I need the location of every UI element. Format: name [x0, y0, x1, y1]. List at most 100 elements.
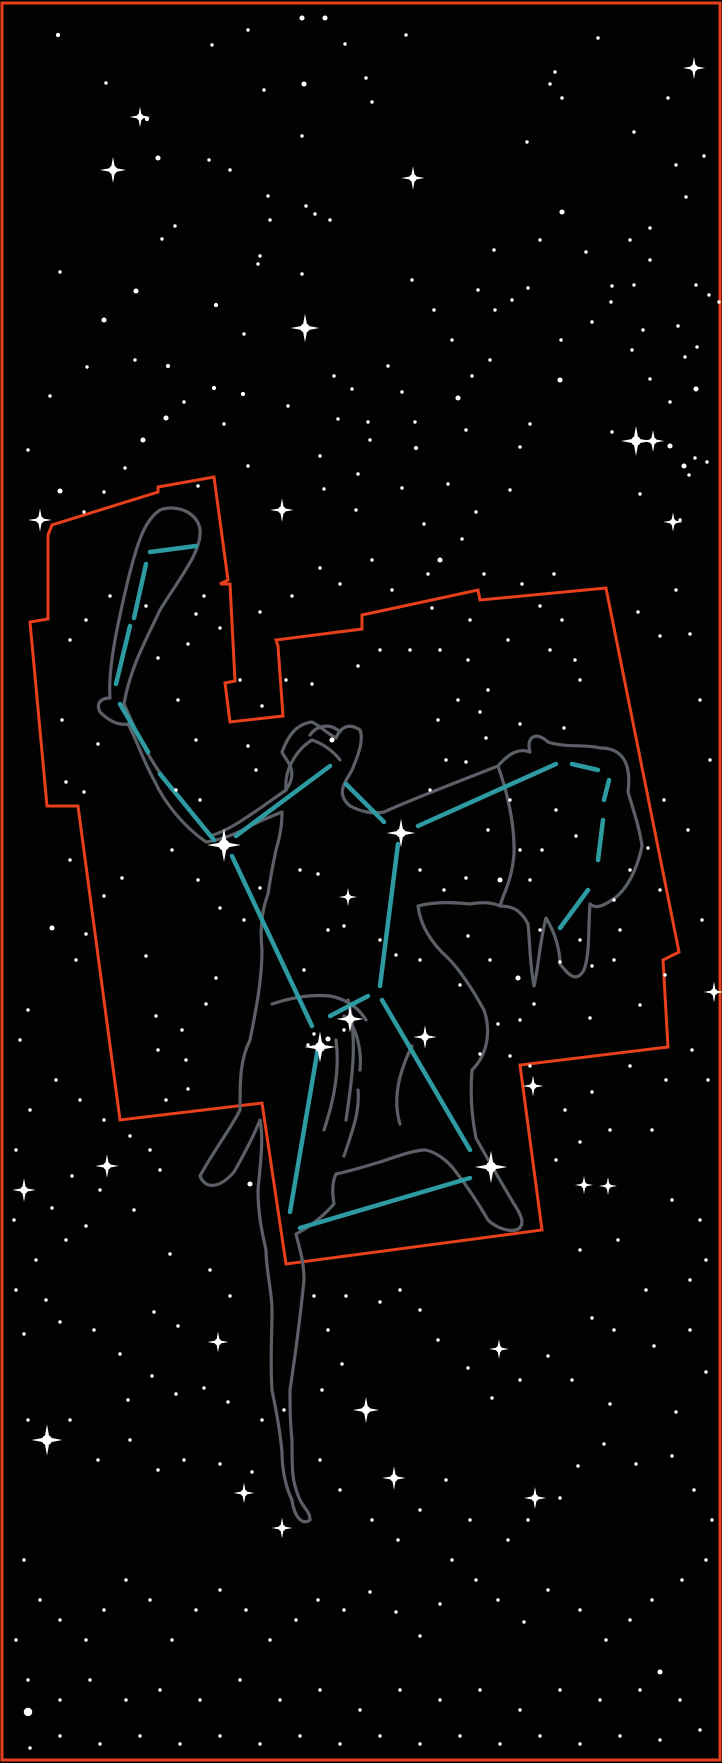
star-dot-icon [490, 1396, 493, 1399]
star-dot-icon [518, 445, 521, 448]
star-dot-icon [670, 1454, 673, 1457]
star-dot-icon [84, 932, 87, 935]
star-dot-icon [144, 954, 147, 957]
star-dot-icon [616, 1238, 619, 1241]
star-dot-icon [578, 1742, 581, 1745]
star-dot-icon [628, 238, 631, 241]
star-dot-icon [298, 1734, 301, 1737]
star-dot-icon [50, 1206, 53, 1209]
star-dot-icon [546, 1588, 549, 1591]
star-dot-icon [704, 1558, 707, 1561]
star-dot-icon [176, 1324, 179, 1327]
star-dot-icon [250, 1470, 253, 1473]
star-dot-icon [306, 1043, 309, 1046]
star-dot-icon [618, 928, 621, 931]
star-dot-icon [450, 1558, 453, 1561]
star-dot-icon [468, 618, 471, 621]
star-dot-icon [242, 918, 245, 921]
star-dot-icon [662, 798, 665, 801]
star-dot-icon [657, 1669, 662, 1674]
star-dot-icon [24, 1708, 33, 1717]
star-dot-icon [548, 648, 551, 651]
star-dot-icon [456, 698, 459, 701]
star-dot-icon [674, 588, 677, 591]
star-dot-icon [694, 283, 697, 286]
star-dot-icon [58, 270, 61, 273]
star-dot-icon [194, 612, 197, 615]
star-dot-icon [704, 1370, 707, 1373]
star-dot-icon [704, 1258, 707, 1261]
star-dot-icon [156, 1048, 159, 1051]
star-dot-icon [526, 1518, 529, 1521]
star-dot-icon [610, 430, 613, 433]
star-dot-icon [432, 308, 435, 311]
star-dot-icon [520, 582, 523, 585]
star-dot-icon [152, 1310, 155, 1313]
star-dot-icon [681, 463, 686, 468]
star-dot-icon [148, 1148, 151, 1151]
star-dot-icon [301, 81, 306, 86]
star-dot-icon [396, 1538, 399, 1541]
star-dot-icon [338, 582, 341, 585]
star-dot-icon [578, 1140, 581, 1143]
star-dot-icon [698, 1728, 701, 1731]
star-dot-icon [390, 588, 393, 591]
star-dot-icon [488, 958, 491, 961]
star-dot-icon [84, 1224, 87, 1227]
star-dot-icon [92, 1328, 95, 1331]
star-dot-icon [540, 848, 543, 851]
star-dot-icon [258, 886, 261, 889]
star-dot-icon [210, 43, 213, 46]
star-dot-icon [312, 1032, 315, 1035]
star-dot-icon [128, 1134, 131, 1137]
star-dot-icon [325, 1036, 330, 1041]
star-dot-icon [198, 1698, 201, 1701]
star-dot-icon [84, 618, 87, 621]
star-dot-icon [717, 300, 720, 303]
star-dot-icon [563, 1108, 566, 1111]
star-dot-icon [68, 858, 71, 861]
star-dot-icon [368, 438, 371, 441]
star-dot-icon [26, 1418, 29, 1421]
star-dot-icon [260, 1418, 263, 1421]
star-dot-icon [578, 1608, 581, 1611]
star-dot-icon [202, 1386, 205, 1389]
star-dot-icon [318, 566, 321, 569]
star-dot-icon [488, 358, 491, 361]
star-dot-icon [174, 788, 177, 791]
star-dot-icon [214, 976, 217, 979]
star-dot-icon [444, 1478, 447, 1481]
star-dot-icon [638, 1688, 641, 1691]
star-dot-icon [247, 1181, 252, 1186]
star-dot-icon [707, 293, 710, 296]
star-dot-icon [573, 658, 576, 661]
star-dot-icon [693, 456, 696, 459]
star-dot-icon [338, 1488, 341, 1491]
star-dot-icon [518, 848, 521, 851]
star-dot-icon [398, 1688, 401, 1691]
star-dot-icon [84, 1638, 87, 1641]
star-dot-icon [268, 1638, 271, 1641]
star-dot-icon [322, 487, 325, 490]
star-dot-icon [124, 1698, 127, 1701]
star-dot-icon [298, 868, 301, 871]
star-dot-icon [356, 664, 359, 667]
star-dot-icon [12, 1218, 15, 1221]
star-dot-icon [174, 1392, 177, 1395]
star-dot-icon [182, 1458, 185, 1461]
star-dot-icon [455, 395, 460, 400]
star-dot-icon [96, 742, 99, 745]
star-dot-icon [244, 1608, 247, 1611]
star-dot-icon [466, 934, 469, 937]
star-dot-icon [515, 975, 520, 980]
star-dot-icon [26, 448, 29, 451]
star-dot-icon [186, 1087, 189, 1090]
star-dot-icon [57, 488, 62, 493]
star-dot-icon [496, 1022, 499, 1025]
star-dot-icon [632, 283, 635, 286]
star-dot-icon [548, 82, 551, 85]
star-dot-icon [218, 1588, 221, 1591]
star-dot-icon [158, 1168, 161, 1171]
star-dot-icon [238, 1678, 241, 1681]
